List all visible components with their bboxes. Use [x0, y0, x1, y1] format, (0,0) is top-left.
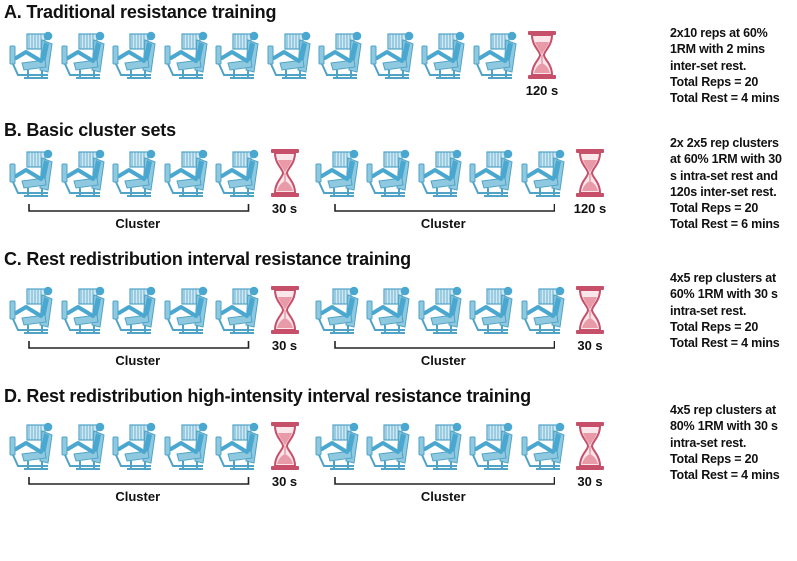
description-line: intra-set rest.	[670, 435, 747, 450]
description-line: at 60% 1RM with 30	[670, 152, 782, 167]
leg-press-machine-icon	[214, 421, 260, 471]
panel-title: B. Basic cluster sets	[4, 120, 176, 140]
description-line: Total Rest = 6 mins	[670, 217, 780, 232]
cluster-bracket	[28, 341, 250, 349]
description-line: Total Rest = 4 mins	[670, 336, 780, 351]
description-line: Total Reps = 20	[670, 74, 759, 89]
cluster-label: Cluster	[420, 353, 466, 368]
description-line: 4x5 rep clusters at	[670, 271, 776, 285]
exercise-row: Cluster 30 s Cluster 120 s	[0, 148, 650, 288]
panel-description: 4x5 rep clusters at 60% 1RM with 30 s in…	[670, 270, 795, 351]
description-line: s intra-set rest and	[670, 168, 778, 183]
cluster-label: Cluster	[115, 353, 161, 368]
panel-b: B. Basic cluster sets Cluster 30 s Cluster…	[0, 0, 797, 250]
description-line: intra-set rest.	[670, 303, 747, 318]
description-line: 2x10 reps at 60%	[670, 26, 768, 40]
hourglass-icon	[270, 421, 300, 471]
leg-press-machine-icon	[520, 421, 566, 471]
rest-duration-label: 30 s	[271, 201, 298, 216]
exercise-row: Cluster 30 s Cluster 30 s	[0, 421, 650, 561]
leg-press-machine-icon	[163, 421, 209, 471]
description-line: 4x5 rep clusters at	[670, 403, 776, 417]
leg-press-machine-icon	[365, 421, 411, 471]
leg-press-machine-icon	[468, 421, 514, 471]
cluster-label: Cluster	[115, 489, 161, 504]
description-line: 80% 1RM with 30 s	[670, 419, 778, 434]
cluster-label: Cluster	[115, 216, 161, 231]
leg-press-machine-icon	[417, 421, 463, 471]
cluster-bracket	[28, 204, 250, 212]
cluster-bracket	[28, 477, 250, 485]
cluster-label: Cluster	[420, 216, 466, 231]
leg-press-machine-icon	[314, 421, 360, 471]
description-line: 60% 1RM with 30 s	[670, 287, 778, 302]
rest-duration-label: 30 s	[271, 338, 298, 353]
leg-press-machine-icon	[60, 421, 106, 471]
rest-duration-label: 30 s	[271, 474, 298, 489]
rest-duration-label: 30 s	[577, 474, 603, 489]
description-line: 1RM with 2 mins	[670, 42, 765, 57]
leg-press-machine-icon	[111, 421, 157, 471]
cluster-bracket	[333, 204, 555, 212]
panel-c: C. Rest redistribution interval resistan…	[4, 249, 795, 368]
panel-title: A. Traditional resistance training	[4, 2, 277, 22]
description-line: 2x 2x5 rep clusters	[670, 136, 779, 150]
description-line: inter-set rest.	[670, 58, 747, 73]
description-line: Total Rest = 4 mins	[670, 468, 780, 483]
exercise-row: Cluster 30 s Cluster 30 s	[0, 285, 650, 425]
description-line: Total Rest = 4 mins	[670, 91, 780, 106]
description-line: 120s inter-set rest.	[670, 184, 777, 199]
panel-description: 4x5 rep clusters at 80% 1RM with 30 s in…	[670, 402, 795, 483]
description-line: Total Reps = 20	[670, 451, 759, 466]
panel-title: C. Rest redistribution interval resistan…	[4, 249, 411, 269]
panel-description: 2x 2x5 rep clusters at 60% 1RM with 30 s…	[670, 135, 795, 233]
cluster-label: Cluster	[420, 489, 466, 504]
rest-duration-label: 120 s	[573, 201, 607, 216]
rest-duration-label: 30 s	[577, 338, 603, 353]
exercise-row: 120 s	[0, 30, 650, 170]
panel-a: A. Traditional resistance training 120 s…	[0, 0, 797, 125]
panel-description: 2x10 reps at 60% 1RM with 2 mins inter-s…	[670, 25, 795, 106]
description-line: Total Reps = 20	[670, 319, 759, 334]
cluster-bracket	[333, 477, 555, 485]
panel-d: D. Rest redistribution high-intensity in…	[4, 386, 795, 504]
description-line: Total Reps = 20	[670, 201, 759, 216]
leg-press-machine-icon	[8, 421, 54, 471]
cluster-bracket	[333, 341, 555, 349]
rest-duration-label: 120 s	[525, 83, 559, 98]
hourglass-icon	[575, 421, 605, 471]
panel-title: D. Rest redistribution high-intensity in…	[4, 386, 531, 406]
